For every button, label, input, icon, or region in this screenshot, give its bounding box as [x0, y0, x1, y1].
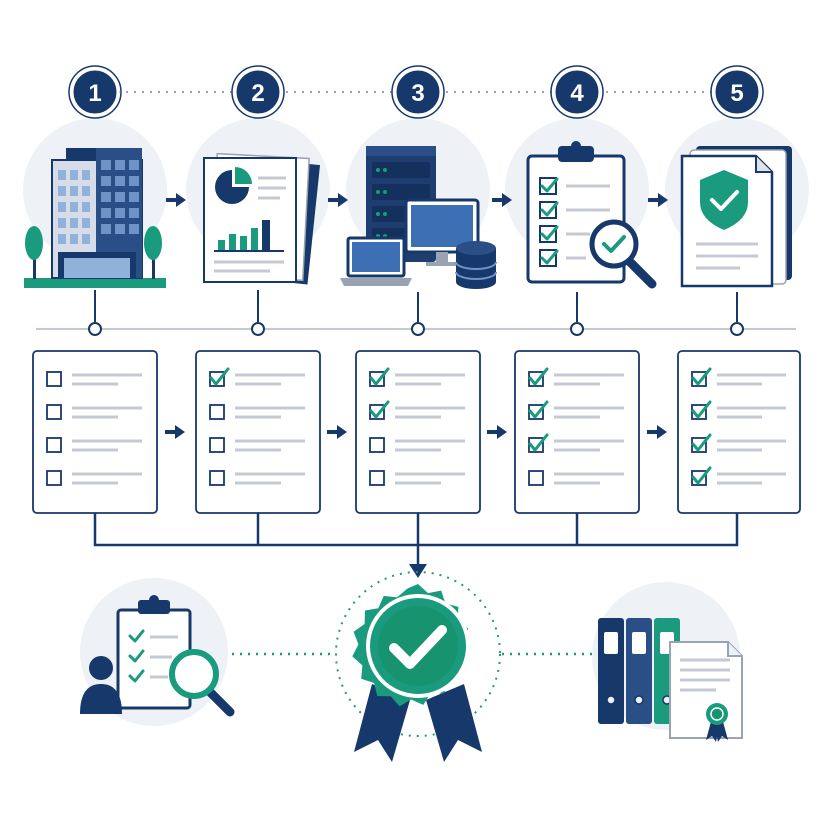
binders-certificate-icon [592, 582, 743, 742]
checklist-card-5 [677, 350, 801, 514]
certification-badge-icon [335, 571, 501, 762]
checkmark-icon [691, 367, 712, 485]
unchecked-box-icon [46, 371, 62, 486]
checklist-card-1 [32, 350, 158, 514]
checkmark-icon [389, 625, 447, 669]
step-badge-2: 2 [231, 65, 285, 119]
step-badge-1: 1 [68, 65, 122, 119]
office-building-icon [24, 148, 166, 288]
arrow-right-icon [492, 193, 512, 207]
arrow-right-icon [166, 193, 186, 207]
shield-check-document-icon [680, 146, 792, 288]
clipboard-audit-icon [526, 141, 657, 289]
checkmark-icon [209, 367, 230, 386]
step-number: 4 [570, 80, 584, 107]
step-badge-3: 3 [391, 65, 445, 119]
checklist-card-2 [195, 350, 321, 514]
step-number: 1 [88, 80, 101, 107]
step-number: 5 [730, 80, 743, 107]
timeline-nodes [88, 290, 744, 336]
arrow-right-icon [487, 425, 507, 439]
checkmark-icon [528, 367, 549, 452]
auditor-clipboard-icon [80, 578, 235, 726]
checklist-card-4 [514, 350, 640, 514]
arrow-right-icon [328, 193, 348, 207]
report-documents-icon [203, 152, 321, 285]
step-number: 2 [251, 80, 264, 107]
arrow-right-icon [647, 425, 667, 439]
arrow-right-icon [327, 425, 347, 439]
step-number: 3 [411, 80, 424, 107]
checklist-card-3 [355, 350, 481, 514]
step-badge-5: 5 [710, 65, 764, 119]
top-flow-arrows [166, 193, 668, 207]
server-computer-icon [340, 146, 497, 289]
checklist-flow-arrows [165, 425, 667, 439]
step-badge-4: 4 [550, 65, 604, 119]
merge-connector [93, 513, 739, 566]
arrow-right-icon [648, 193, 668, 207]
checkmark-icon [369, 367, 390, 419]
arrow-right-icon [165, 425, 185, 439]
